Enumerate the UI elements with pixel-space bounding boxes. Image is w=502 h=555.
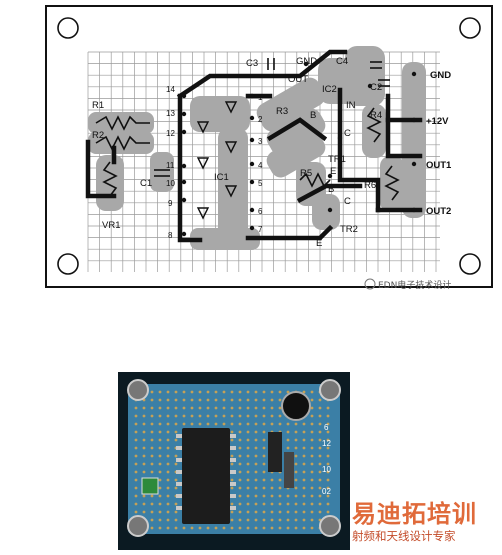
label-tr2-e: E — [316, 238, 322, 249]
pin-2: 2 — [258, 115, 263, 124]
capacitors — [154, 58, 390, 177]
r1-symbol — [95, 115, 150, 131]
label-out: OUT — [288, 74, 308, 85]
pin-4: 4 — [258, 161, 263, 170]
pin-6: 6 — [258, 207, 263, 216]
label-ic2: IC2 — [322, 84, 337, 95]
edge-label-2: 12 — [322, 439, 331, 448]
label-out2: OUT2 — [426, 206, 451, 217]
label-c4: C4 — [336, 56, 348, 67]
label-tr2-b: B — [328, 184, 334, 195]
label-gnd-right: GND — [430, 70, 451, 81]
ic-gates — [196, 101, 238, 220]
ic-chip — [182, 428, 230, 524]
wechat-icon — [364, 278, 376, 290]
label-out1: OUT1 — [426, 160, 452, 171]
electrolytic-capacitor — [281, 391, 311, 421]
logo-watermark: 易迪拓培训 射频和天线设计专家 — [352, 500, 500, 550]
pin-numbers-left: 14 13 12 11 10 9 8 — [166, 85, 175, 240]
label-tr1-e: E — [330, 166, 336, 177]
board-outline — [45, 5, 493, 288]
mount-hole-bottom-right — [459, 253, 481, 275]
edge-label-4: 02 — [322, 487, 331, 496]
pin-11: 11 — [166, 161, 175, 170]
label-gnd-top: GND — [296, 56, 317, 67]
pin-13: 13 — [166, 109, 175, 118]
label-tr1: TR1 — [328, 154, 346, 165]
mount-hole-top-left — [57, 17, 79, 39]
r2-symbol — [95, 135, 150, 151]
label-r4: R4 — [370, 110, 382, 121]
r6-symbol — [384, 165, 400, 201]
label-r1: R1 — [92, 100, 104, 111]
label-tr2: TR2 — [340, 224, 358, 235]
pin-1: 1 — [258, 93, 263, 102]
edge-label-1: 6 — [324, 423, 329, 432]
r5-symbol — [299, 172, 331, 188]
pin-8: 8 — [168, 231, 173, 240]
screw-bottom-right — [319, 515, 341, 537]
r4-symbol — [366, 107, 382, 143]
label-12v: +12V — [426, 116, 449, 127]
label-c1: C1 — [140, 178, 152, 189]
traces — [85, 49, 423, 243]
label-r3: R3 — [276, 106, 288, 117]
vr1-symbol — [102, 161, 118, 197]
label-tr2-c: C — [344, 196, 351, 207]
board-photo-drawing: 6 12 10 02 — [118, 372, 350, 550]
label-vr1: VR1 — [102, 220, 120, 231]
label-r6: R6 — [364, 180, 376, 191]
label-r2: R2 — [92, 130, 104, 141]
label-ic1: IC1 — [214, 172, 229, 183]
logo-subtitle: 射频和天线设计专家 — [352, 529, 456, 543]
label-tr1-c: C — [344, 128, 351, 139]
label-tr1-b: B — [310, 110, 316, 121]
pin-12: 12 — [166, 129, 175, 138]
screw-top-right — [319, 379, 341, 401]
trimmer-pot — [141, 477, 159, 495]
pin-9: 9 — [168, 199, 173, 208]
logo-title: 易迪拓培训 — [352, 500, 477, 528]
board-photo: 6 12 10 02 — [118, 372, 350, 550]
pin-numbers-right: 1 2 3 4 5 6 7 — [258, 93, 263, 234]
edge-label-3: 10 — [322, 465, 331, 474]
screw-top-left — [127, 379, 149, 401]
label-r5: R5 — [300, 168, 312, 179]
pin-10: 10 — [166, 179, 175, 188]
pin-7: 7 — [258, 225, 263, 234]
label-c2: C2 — [370, 82, 382, 93]
mount-hole-top-right — [459, 17, 481, 39]
screw-bottom-left — [127, 515, 149, 537]
resistors — [95, 107, 400, 201]
label-in: IN — [346, 100, 356, 111]
watermark-text: EDN电子技术设计 — [378, 279, 451, 291]
pin-3: 3 — [258, 137, 263, 146]
pads — [181, 61, 417, 237]
label-c3: C3 — [246, 58, 258, 69]
pin-5: 5 — [258, 179, 263, 188]
mount-hole-bottom-left — [57, 253, 79, 275]
pin-14: 14 — [166, 85, 175, 94]
